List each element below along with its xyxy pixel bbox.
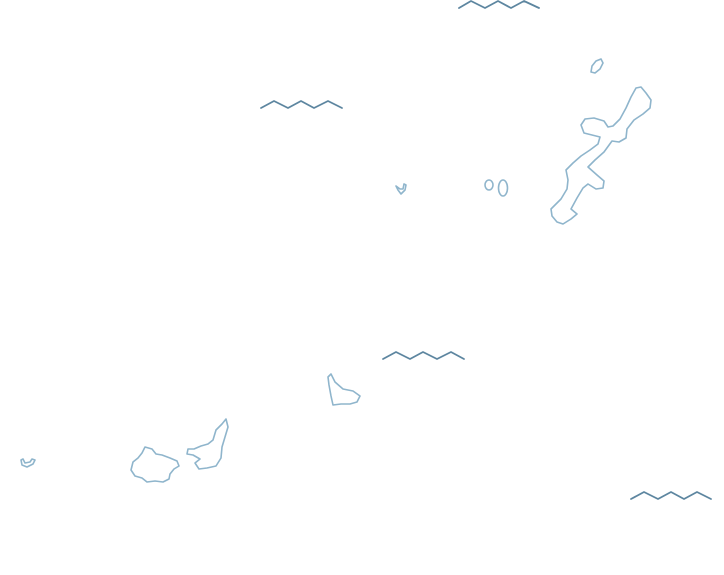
iheya-island (590, 58, 604, 74)
wave-icon (458, 0, 540, 9)
daito-islet-east (497, 179, 509, 197)
daito-islet-west (484, 179, 494, 191)
miyako-island (327, 373, 361, 406)
okinawa-main-island (550, 86, 652, 225)
wave-icon (630, 491, 712, 500)
iriomote-island (130, 446, 180, 483)
wave-icon (260, 100, 343, 109)
kerama-islet (395, 183, 407, 195)
wave-icon (382, 351, 465, 360)
yonaguni-island (20, 458, 36, 468)
ishigaki-island (186, 418, 229, 470)
